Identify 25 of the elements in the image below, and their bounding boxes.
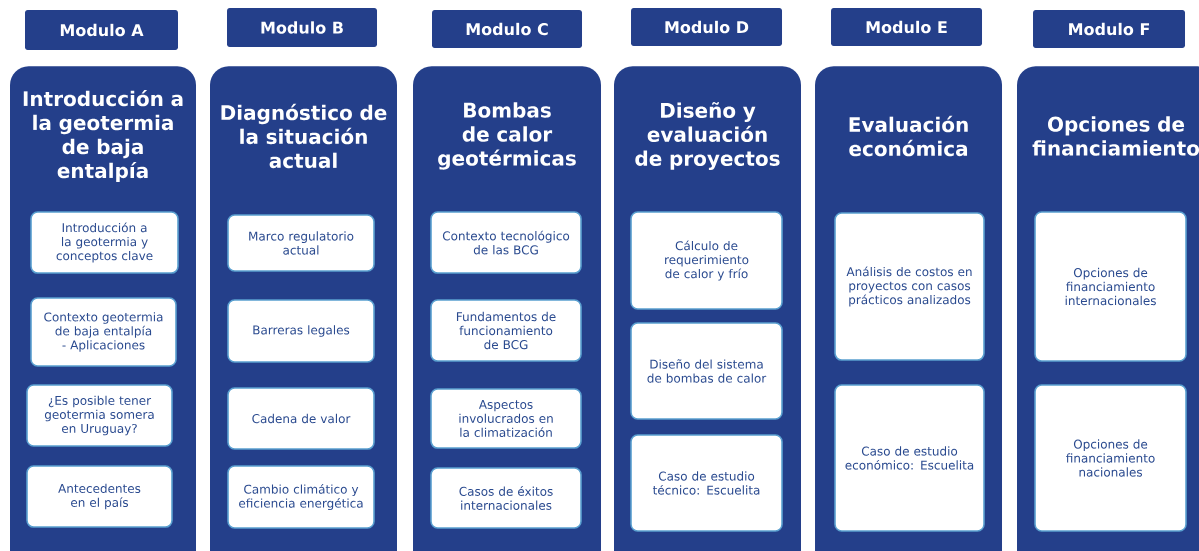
module-tab: Modulo A bbox=[25, 10, 178, 50]
topic-box: Diseño del sistema de bombas de calor bbox=[630, 322, 783, 420]
topic-box: Contexto tecnológico de las BCG bbox=[430, 211, 582, 274]
topic-box: Opciones de financiamiento internacionales bbox=[1034, 211, 1187, 362]
topic-box: Opciones de financiamiento nacionales bbox=[1034, 384, 1187, 532]
module-tab: Modulo F bbox=[1033, 10, 1185, 48]
topic-box: Casos de éxitos internacionales bbox=[430, 467, 582, 529]
module-tab: Modulo D bbox=[631, 8, 782, 46]
module-tab: Modulo E bbox=[831, 8, 982, 46]
topic-box: Barreras legales bbox=[227, 299, 375, 363]
module-tab: Modulo C bbox=[432, 10, 582, 48]
topic-box: Caso de estudio económico: Escuelita bbox=[834, 384, 985, 532]
topic-box: Antecedentes en el país bbox=[26, 465, 173, 528]
topic-box: Cadena de valor bbox=[227, 387, 375, 450]
topic-box: Aspectos involucrados en la climatización bbox=[430, 388, 582, 449]
topic-box: ¿Es posible tener geotermia somera en Uruguay? bbox=[26, 384, 173, 447]
topic-box: Análisis de costos en proyectos con casos prácticos analizados bbox=[834, 212, 985, 361]
topic-box: Marco regulatorio actual bbox=[227, 214, 375, 272]
topic-box: Cálculo de requerimiento de calor y frío bbox=[630, 211, 783, 310]
topic-box: Fundamentos de funcionamiento de BCG bbox=[430, 299, 582, 362]
topic-box: Introducción a la geotermia y conceptos clave bbox=[30, 211, 179, 274]
topic-box: Contexto geotermia de baja entalpía - Aplicaciones bbox=[30, 297, 177, 367]
topic-box: Cambio climático y eficiencia energética bbox=[227, 465, 375, 529]
module-tab: Modulo B bbox=[227, 8, 377, 47]
topic-box: Caso de estudio técnico: Escuelita bbox=[630, 434, 783, 532]
